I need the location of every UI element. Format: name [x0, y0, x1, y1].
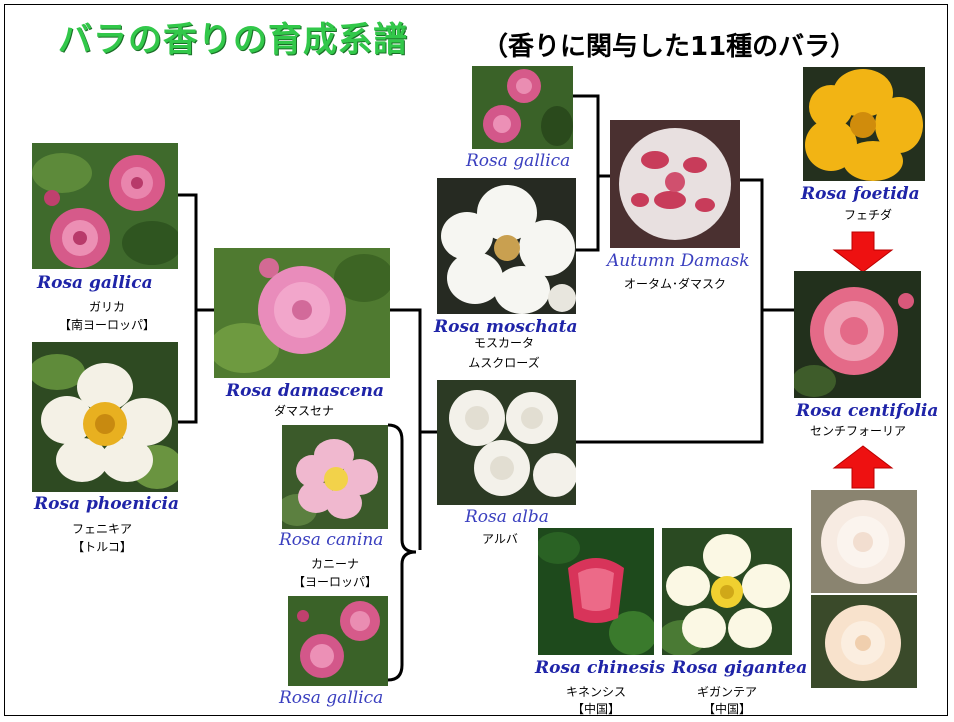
photo-rosa-gallica-top [472, 66, 573, 149]
page-subtitle: （香りに関与した11種のバラ） [482, 32, 857, 62]
photo-tea-rose-top [811, 490, 917, 593]
photo-rosa-foetida [803, 67, 925, 181]
photo-rosa-damascena [214, 248, 390, 378]
photo-rosa-moschata [437, 178, 576, 314]
jp-gallica: ガリカ [88, 300, 125, 314]
region-phoenicia: 【トルコ】 [72, 540, 132, 554]
photo-autumn-damask [610, 120, 740, 248]
region-gallica: 【南ヨーロッパ】 [58, 318, 155, 332]
label-rosa-alba: Rosa alba [465, 507, 549, 527]
photo-rosa-gigantea [662, 528, 792, 655]
jp-alba: アルバ [482, 532, 518, 546]
region-canina: 【ヨーロッパ】 [292, 575, 377, 589]
jp-phoenicia: フェニキア [71, 522, 132, 536]
jp-gigantea: ギガンテア [696, 685, 757, 699]
page-title: バラの香りの育成系譜 [58, 20, 408, 60]
label-rosa-gigantea: Rosa gigantea [672, 658, 808, 678]
jp-moschata: モスカータ [473, 336, 534, 350]
label-rosa-centifolia: Rosa centifolia [796, 401, 939, 421]
photo-rosa-alba [437, 380, 576, 505]
arrow-down-icon [832, 231, 894, 273]
label-rosa-canina: Rosa canina [279, 530, 384, 550]
label-rosa-damascena: Rosa damascena [226, 381, 384, 401]
jp-chinesis: キネンシス [565, 685, 626, 699]
jp-musk-rose: ムスクローズ [468, 356, 540, 370]
region-gigantea: 【中国】 [702, 702, 751, 716]
label-rosa-moschata: Rosa moschata [434, 317, 578, 337]
label-rosa-gallica-left: Rosa gallica [37, 273, 153, 293]
jp-damascena: ダマスセナ [273, 404, 334, 418]
jp-autumn-damask: オータム･ダマスク [623, 277, 726, 291]
jp-foetida: フェチダ [843, 208, 892, 222]
photo-rosa-chinesis [538, 528, 654, 655]
label-rosa-chinesis: Rosa chinesis [535, 658, 665, 678]
label-rosa-gallica-bottom: Rosa gallica [279, 688, 384, 708]
jp-centifolia: センチフォーリア [809, 424, 906, 438]
photo-tea-rose-bottom [811, 595, 917, 688]
label-autumn-damask: Autumn Damask [607, 251, 750, 271]
slide-frame [4, 4, 948, 716]
arrow-up-icon [832, 445, 894, 489]
photo-rosa-centifolia [794, 271, 921, 398]
label-rosa-foetida: Rosa foetida [801, 184, 920, 204]
label-rosa-phoenicia: Rosa phoenicia [34, 494, 180, 514]
label-rosa-gallica-top: Rosa gallica [466, 151, 571, 171]
jp-canina: カニーナ [310, 557, 359, 571]
region-chinesis: 【中国】 [571, 702, 620, 716]
photo-rosa-gallica-left [32, 143, 178, 269]
photo-rosa-gallica-bottom [288, 596, 388, 686]
photo-rosa-canina [282, 425, 388, 529]
photo-rosa-phoenicia [32, 342, 178, 492]
